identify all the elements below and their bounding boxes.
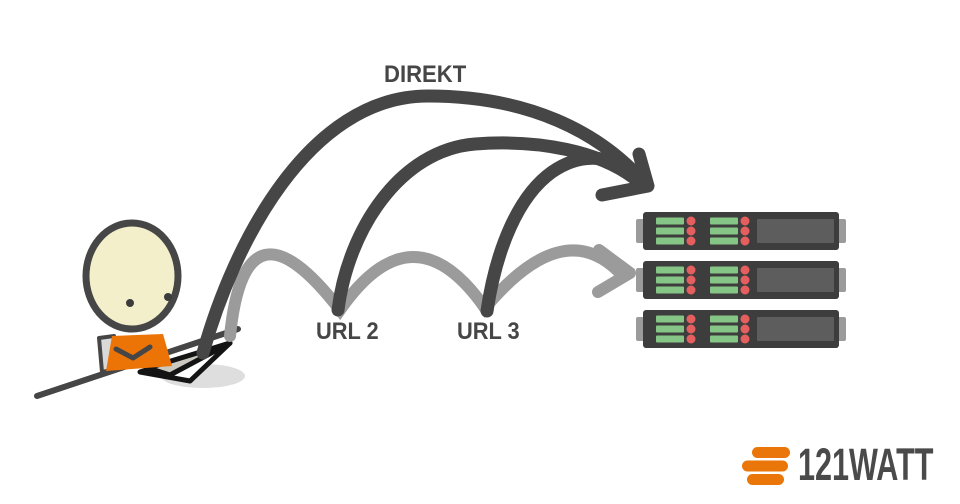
character bbox=[82, 219, 182, 374]
server-unit-3 bbox=[636, 310, 846, 348]
server-unit-2 bbox=[636, 261, 846, 299]
logo-text: 121WATT bbox=[798, 439, 934, 490]
direct-arc bbox=[196, 89, 646, 360]
url3-label: URL 3 bbox=[457, 318, 520, 345]
logo-bar-middle bbox=[742, 460, 788, 472]
character-head bbox=[82, 219, 182, 333]
redirect-chain-path bbox=[224, 244, 624, 342]
server-rack bbox=[636, 212, 846, 348]
character-eye-right bbox=[164, 293, 172, 301]
direct-arrowhead-icon bbox=[595, 147, 655, 202]
logo-bars-icon bbox=[742, 447, 790, 485]
character-collar bbox=[113, 344, 153, 361]
arc-from-url3 bbox=[480, 151, 640, 318]
character-eye-left bbox=[126, 299, 134, 307]
url2-label: URL 2 bbox=[316, 318, 379, 345]
server-unit-1 bbox=[636, 212, 846, 250]
direct-label: DIREKT bbox=[384, 61, 467, 88]
logo-bar-top bbox=[752, 447, 790, 458]
logo-bar-bottom bbox=[747, 474, 784, 485]
redirect-chain-arrowhead-icon bbox=[592, 244, 636, 298]
